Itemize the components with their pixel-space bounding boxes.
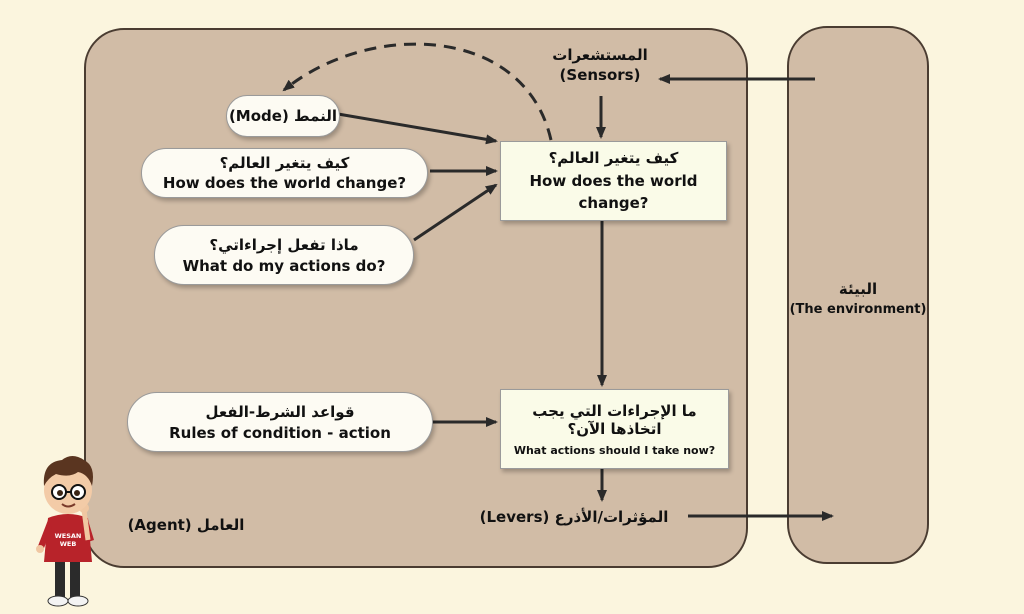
- arrow-dashed-feedback: [282, 42, 553, 141]
- actions-do-oval: ماذا تفعل إجراءاتي؟ What do my actions d…: [154, 225, 414, 285]
- world-change-box-en: How does the world change?: [529, 171, 698, 212]
- arrow-mode-to-box: [337, 112, 498, 145]
- actions-now-box-ar: ما الإجراءات التي يجب اتخاذها الآن؟: [532, 401, 697, 438]
- actions-now-box: ما الإجراءات التي يجب اتخاذها الآن؟ What…: [500, 389, 729, 469]
- rules-oval-en: Rules of condition - action: [169, 423, 391, 442]
- environment-label-en: (The environment): [789, 302, 927, 317]
- world-change-oval: كيف يتغير العالم؟ How does the world cha…: [141, 148, 428, 198]
- world-change-box-ar: كيف يتغير العالم؟: [548, 148, 679, 167]
- sensors-label-ar: المستشعرات: [552, 46, 648, 64]
- environment-label-ar: البيئة: [838, 280, 878, 298]
- mode-node: (Mode) النمط: [226, 95, 340, 137]
- agent-panel: [84, 28, 748, 568]
- mascot-shirt-text: WESAN: [55, 532, 82, 540]
- mascot-character: WESAN WEB: [36, 456, 94, 607]
- world-change-oval-ar: كيف يتغير العالم؟: [219, 154, 350, 172]
- environment-panel: [787, 26, 929, 564]
- world-change-oval-en: How does the world change?: [162, 174, 407, 192]
- svg-text:WEB: WEB: [60, 540, 77, 548]
- arrow-actions-to-box: [413, 183, 498, 242]
- sensors-label-en: (Sensors): [559, 66, 641, 84]
- actions-do-oval-ar: ماذا تفعل إجراءاتي؟: [209, 235, 359, 254]
- rules-oval-ar: قواعد الشرط-الفعل: [205, 402, 355, 421]
- actions-now-box-en: What actions should I take now?: [513, 443, 716, 457]
- sensors-label: المستشعرات (Sensors): [520, 46, 680, 84]
- levers-label: المؤثرات/الأذرع (Levers): [479, 508, 669, 526]
- actions-do-oval-en: What do my actions do?: [182, 256, 386, 275]
- agent-label: (Agent) العامل: [127, 516, 245, 534]
- world-change-box: كيف يتغير العالم؟ How does the world cha…: [500, 141, 727, 221]
- rules-oval: قواعد الشرط-الفعل Rules of condition - a…: [127, 392, 433, 452]
- mode-label: (Mode) النمط: [228, 107, 338, 125]
- environment-label: البيئة (The environment): [787, 280, 929, 317]
